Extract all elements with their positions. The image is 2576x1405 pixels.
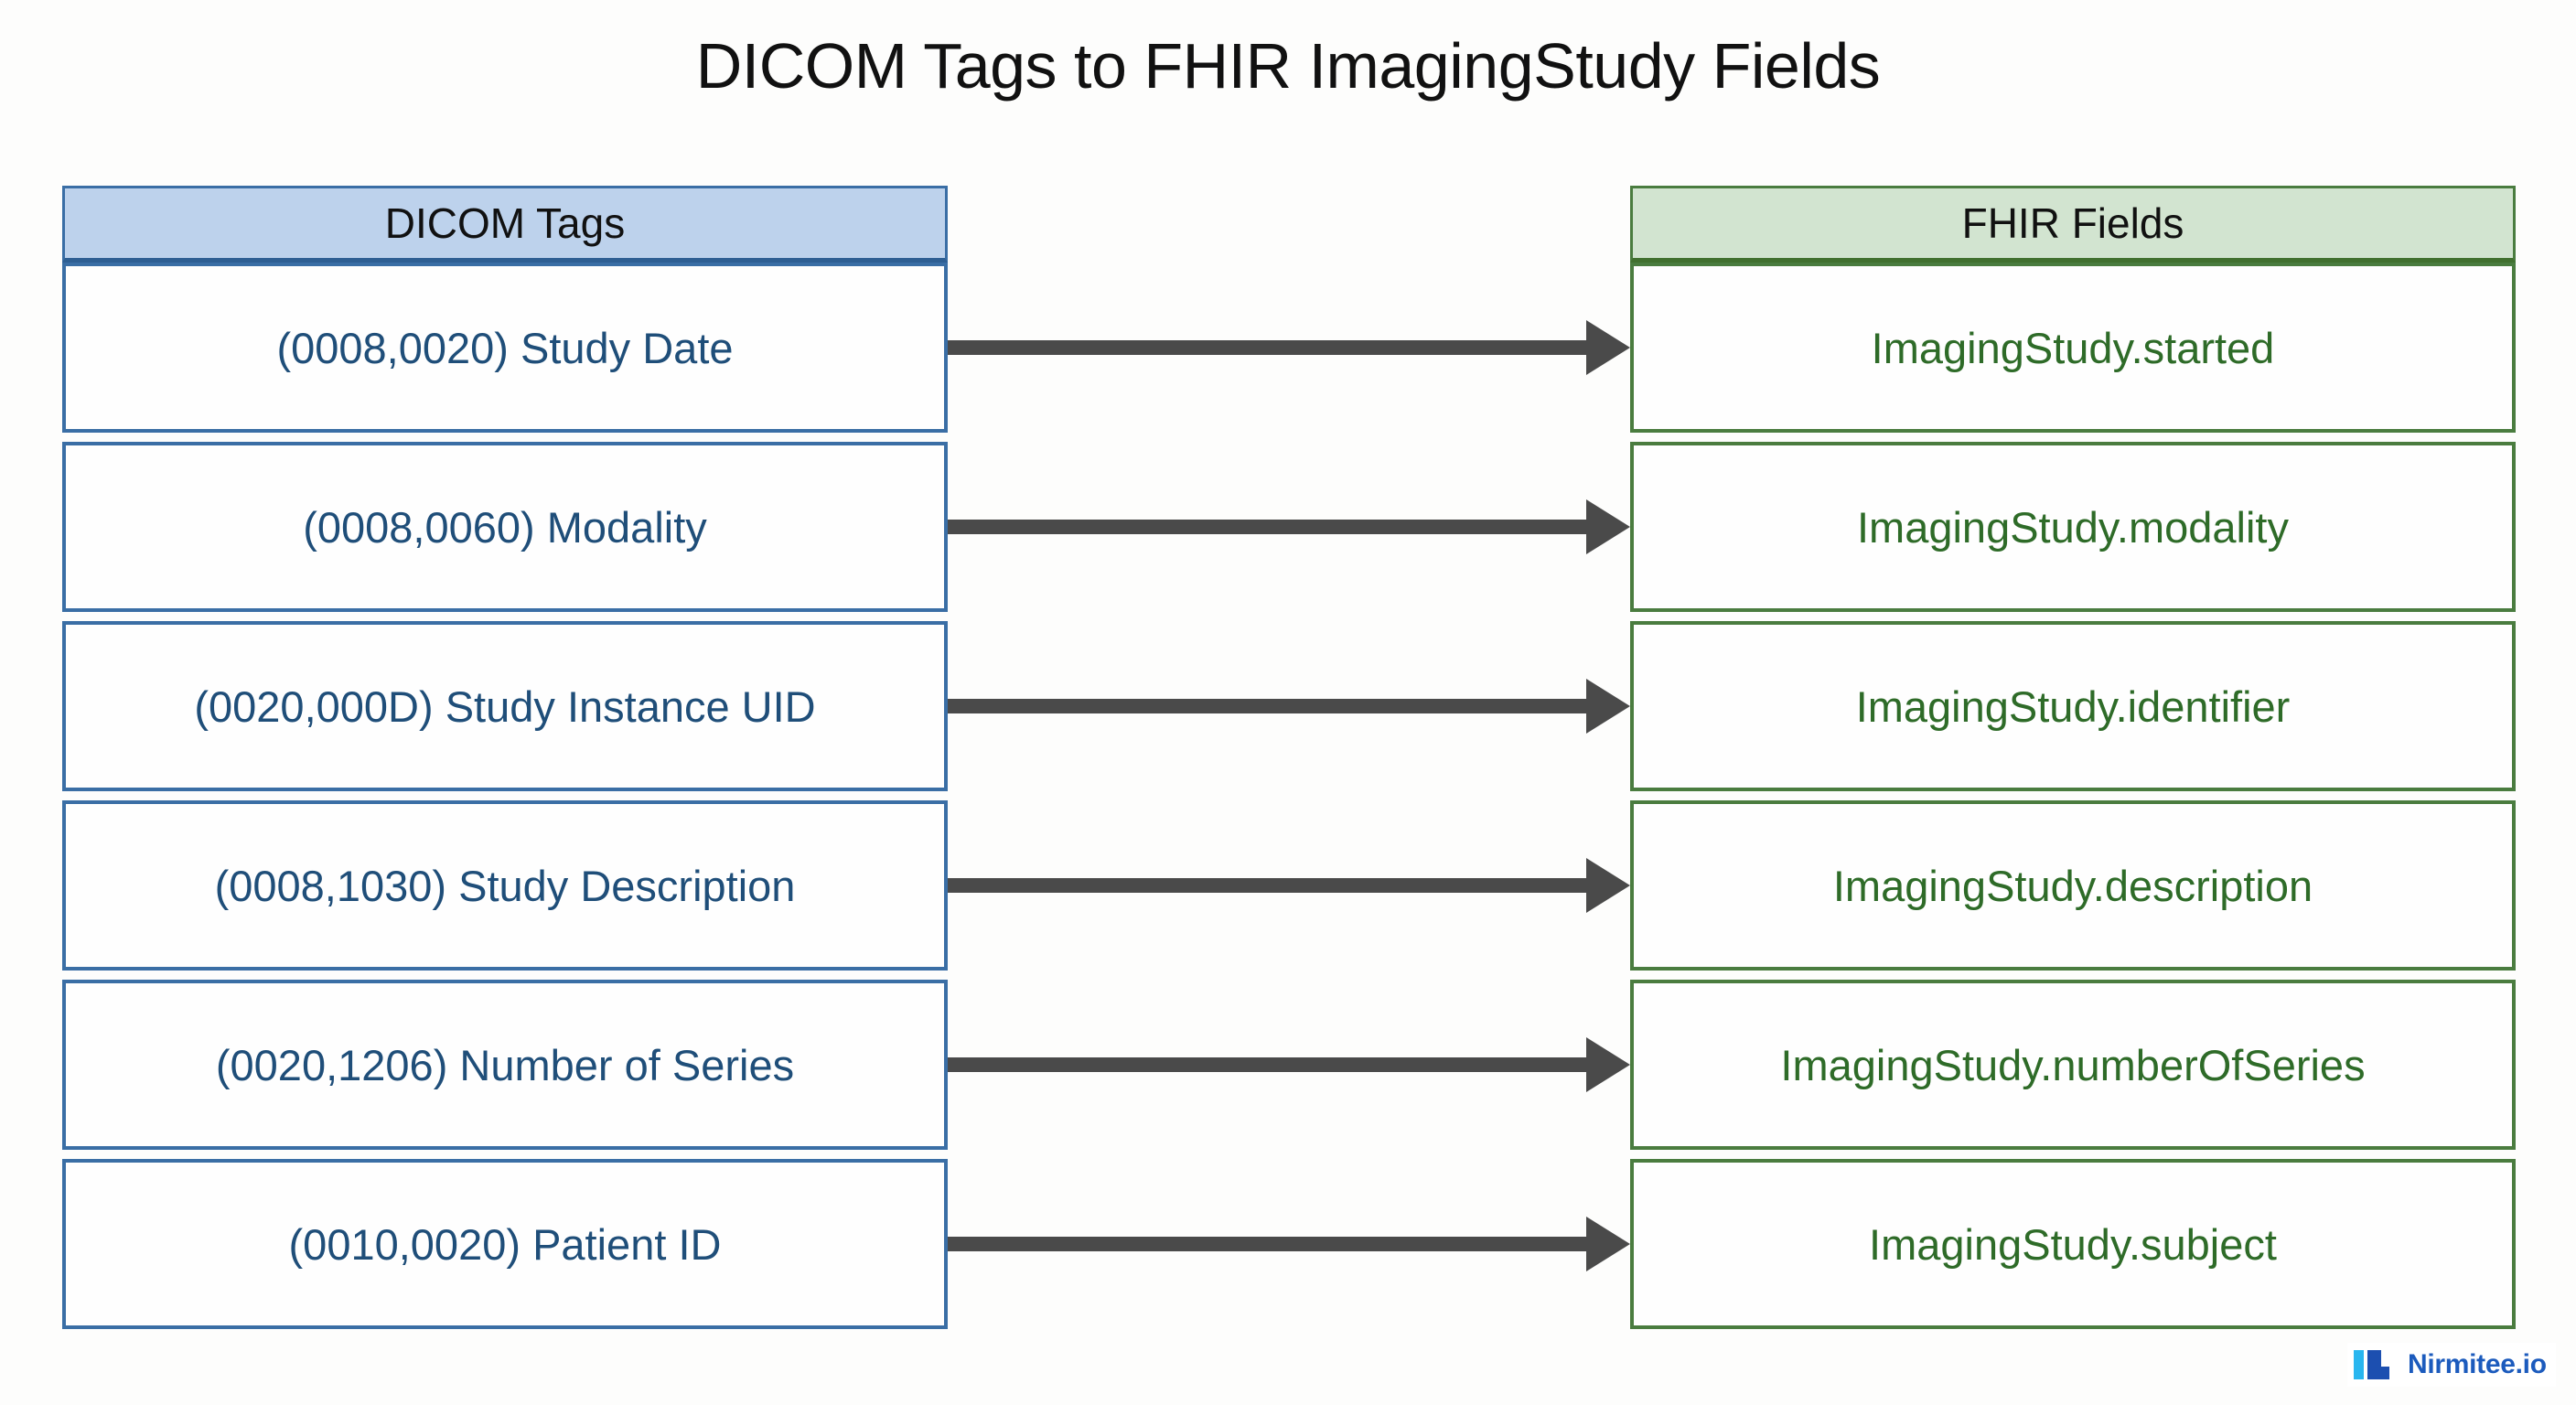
brand-logo: Nirmitee.io <box>2347 1343 2556 1387</box>
nirmitee-logo-icon <box>2354 1350 2389 1379</box>
dicom-tag-row-6[interactable]: (0010,0020) Patient ID <box>62 1159 948 1329</box>
row-spacer <box>62 1150 948 1159</box>
connector-shaft <box>948 699 1586 713</box>
page-title: DICOM Tags to FHIR ImagingStudy Fields <box>695 30 1881 102</box>
fhir-field-label: ImagingStudy.started <box>1871 323 2275 372</box>
row-spacer <box>1630 791 2516 800</box>
connector-shaft <box>948 1057 1586 1072</box>
dicom-tag-row-5[interactable]: (0020,1206) Number of Series <box>62 980 948 1150</box>
fhir-field-row-1[interactable]: ImagingStudy.started <box>1630 263 2516 433</box>
connector-shaft <box>948 878 1586 893</box>
dicom-tag-label: (0020,1206) Number of Series <box>215 1040 795 1089</box>
connector-arrowhead <box>1586 679 1630 734</box>
dicom-tags-header: DICOM Tags <box>62 186 948 263</box>
dicom-tag-label: (0010,0020) Patient ID <box>288 1219 722 1269</box>
row-spacer <box>62 971 948 980</box>
connector-shaft <box>948 1237 1586 1251</box>
dicom-tags-column: DICOM Tags (0008,0020) Study Date (0008,… <box>62 186 948 1329</box>
connector-arrowhead <box>1586 320 1630 375</box>
dicom-tag-label: (0008,0020) Study Date <box>276 323 734 372</box>
row-spacer <box>1630 612 2516 621</box>
fhir-fields-column: FHIR Fields ImagingStudy.started Imaging… <box>1630 186 2516 1329</box>
dicom-tag-row-1[interactable]: (0008,0020) Study Date <box>62 263 948 433</box>
row-spacer <box>62 791 948 800</box>
row-spacer <box>62 612 948 621</box>
connector-shaft <box>948 340 1586 355</box>
fhir-field-label: ImagingStudy.numberOfSeries <box>1780 1040 2366 1089</box>
row-spacer <box>1630 433 2516 442</box>
fhir-field-label: ImagingStudy.subject <box>1869 1219 2277 1269</box>
fhir-field-row-3[interactable]: ImagingStudy.identifier <box>1630 621 2516 791</box>
brand-name: Nirmitee.io <box>2408 1349 2547 1379</box>
dicom-tag-row-2[interactable]: (0008,0060) Modality <box>62 442 948 612</box>
connector-shaft <box>948 520 1586 534</box>
connector-arrowhead <box>1586 499 1630 554</box>
dicom-tag-row-3[interactable]: (0020,000D) Study Instance UID <box>62 621 948 791</box>
connector-arrowhead <box>1586 1217 1630 1271</box>
fhir-field-label: ImagingStudy.modality <box>1857 502 2289 552</box>
fhir-field-row-2[interactable]: ImagingStudy.modality <box>1630 442 2516 612</box>
dicom-tag-label: (0008,0060) Modality <box>303 502 707 552</box>
connector-arrowhead <box>1586 858 1630 913</box>
connector-arrowhead <box>1586 1037 1630 1092</box>
fhir-fields-header: FHIR Fields <box>1630 186 2516 263</box>
fhir-field-label: ImagingStudy.description <box>1832 861 2313 910</box>
fhir-field-row-6[interactable]: ImagingStudy.subject <box>1630 1159 2516 1329</box>
row-spacer <box>1630 1150 2516 1159</box>
row-spacer <box>62 433 948 442</box>
dicom-tag-label: (0020,000D) Study Instance UID <box>194 681 816 731</box>
fhir-field-row-5[interactable]: ImagingStudy.numberOfSeries <box>1630 980 2516 1150</box>
fhir-field-row-4[interactable]: ImagingStudy.description <box>1630 800 2516 971</box>
fhir-field-label: ImagingStudy.identifier <box>1855 681 2291 731</box>
row-spacer <box>1630 971 2516 980</box>
dicom-tag-row-4[interactable]: (0008,1030) Study Description <box>62 800 948 971</box>
dicom-tag-label: (0008,1030) Study Description <box>214 861 796 910</box>
